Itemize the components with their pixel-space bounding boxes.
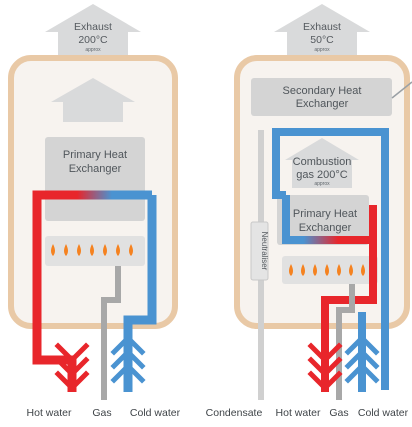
flame-icon (301, 264, 305, 276)
left-gas-pipe (101, 266, 121, 400)
arrow-up-icon (344, 362, 380, 384)
right-burner-flames (289, 264, 365, 276)
right-combustion-gas-note: approx (314, 181, 330, 187)
flame-icon (325, 264, 329, 276)
flame-icon (337, 264, 341, 276)
right-primary-heat-exchanger-line2: Exchanger (299, 222, 352, 234)
right-label-gas: Gas (329, 407, 348, 419)
right-boiler: Exhaust 50°C approx Secondary Heat Excha… (206, 4, 412, 419)
right-exhaust-temp: 50°C (310, 34, 334, 46)
flame-icon (51, 244, 55, 256)
right-primary-heat-exchanger (277, 195, 369, 245)
arrow-up-icon (344, 348, 380, 370)
arrow-up-icon (344, 334, 380, 356)
left-primary-heat-exchanger-line1: Primary Heat (63, 149, 127, 161)
right-secondary-heat-exchanger (251, 78, 392, 116)
left-internal-exhaust-arrow (51, 78, 135, 122)
right-label-hot-water: Hot water (276, 407, 321, 419)
arrow-down-icon (307, 356, 343, 378)
right-primary-heat-exchanger-line1: Primary Heat (293, 208, 357, 220)
flame-icon (289, 264, 293, 276)
right-combustion-gas-line1: Combustion (293, 156, 352, 168)
left-exhaust-note: approx (85, 47, 101, 53)
arrow-up-icon (110, 348, 146, 370)
left-exhaust-title: Exhaust (74, 21, 112, 33)
arrow-down-icon (307, 370, 343, 392)
arrow-up-icon (110, 334, 146, 356)
right-label-cold-water: Cold water (358, 407, 409, 419)
right-neutraliser (250, 221, 269, 281)
left-exhaust-temp: 200°C (78, 34, 108, 46)
right-burner (282, 256, 378, 284)
left-burner (45, 236, 145, 266)
arrow-down-icon (54, 370, 90, 392)
right-combustion-gas-arrow (285, 138, 359, 188)
right-pointer-line (391, 81, 412, 99)
left-primary-heat-exchanger (45, 137, 145, 221)
arrow-down-icon (54, 342, 90, 364)
left-label-hot-water: Hot water (27, 407, 72, 419)
left-cold-water-arrow (110, 334, 146, 384)
arrow-down-icon (307, 342, 343, 364)
right-label-condensate: Condensate (206, 407, 263, 419)
left-label-gas: Gas (92, 407, 111, 419)
right-exhaust-title: Exhaust (303, 21, 341, 33)
flame-icon (90, 244, 94, 256)
right-combustion-gas-line2: gas 200°C (296, 169, 348, 181)
left-label-cold-water: Cold water (130, 407, 181, 419)
right-cold-water-arrow (344, 334, 380, 384)
flame-icon (64, 244, 68, 256)
flame-icon (77, 244, 81, 256)
flame-icon (361, 264, 365, 276)
arrow-down-icon (54, 356, 90, 378)
right-gas-pipe (336, 284, 355, 400)
flame-icon (349, 264, 353, 276)
left-boiler: Exhaust 200°C approx Primary Heat Exchan… (8, 4, 181, 419)
right-exhaust-note: approx (314, 47, 330, 53)
left-burner-flames (51, 244, 133, 256)
right-exhaust-arrow (274, 4, 370, 58)
left-cold-water-pipe (123, 195, 157, 392)
left-hot-water-arrow (54, 342, 90, 392)
right-neutraliser-label: Neutraliser (260, 232, 269, 271)
arrow-up-icon (110, 362, 146, 384)
flame-icon (313, 264, 317, 276)
flame-icon (116, 244, 120, 256)
right-hot-water-arrow (307, 342, 343, 392)
right-secondary-heat-exchanger-line1: Secondary Heat (283, 85, 362, 97)
left-primary-heat-exchanger-line2: Exchanger (69, 163, 122, 175)
right-cold-loop-pipe (272, 128, 389, 390)
flame-icon (129, 244, 133, 256)
right-secondary-heat-exchanger-line2: Exchanger (296, 98, 349, 110)
flame-icon (103, 244, 107, 256)
left-exhaust-arrow (45, 4, 141, 58)
